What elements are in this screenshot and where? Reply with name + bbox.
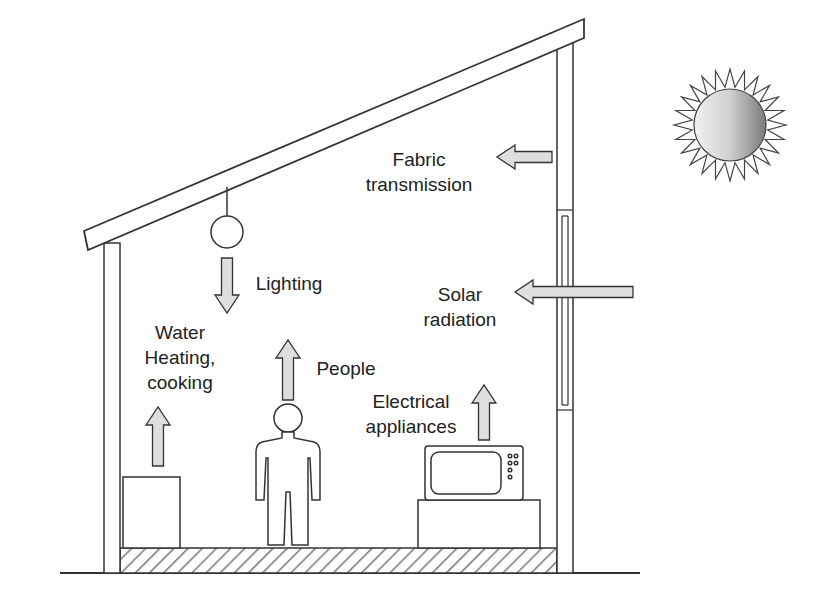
sun-rays xyxy=(674,69,786,181)
person-figure xyxy=(256,404,320,545)
tv-stand xyxy=(418,500,540,548)
heat-arrow xyxy=(515,280,633,304)
window xyxy=(557,210,573,410)
water-heater xyxy=(123,477,180,548)
right-wall xyxy=(557,38,573,573)
heat-arrow xyxy=(472,385,496,440)
floor-slab xyxy=(120,548,557,573)
left-wall xyxy=(104,243,120,573)
lamp-cord xyxy=(226,187,228,216)
sun-symbol xyxy=(674,69,786,181)
heat-source-label: People xyxy=(286,356,406,381)
roof xyxy=(84,19,584,250)
heat-source-label: Solar radiation xyxy=(414,282,506,332)
television xyxy=(425,446,523,500)
heat-arrow xyxy=(215,258,239,313)
heat-arrows xyxy=(146,145,633,466)
heat-source-label: Water Heating, cooking xyxy=(132,320,228,395)
heat-source-label: Lighting xyxy=(229,271,349,296)
sun-disc xyxy=(694,89,766,161)
heat-arrow xyxy=(146,407,170,466)
heat-source-label: Electrical appliances xyxy=(355,389,467,439)
lamp-bulb xyxy=(211,216,243,248)
heat-arrow xyxy=(497,145,552,169)
heat-source-label: Fabric transmission xyxy=(355,147,483,197)
heat-arrow xyxy=(276,340,300,400)
